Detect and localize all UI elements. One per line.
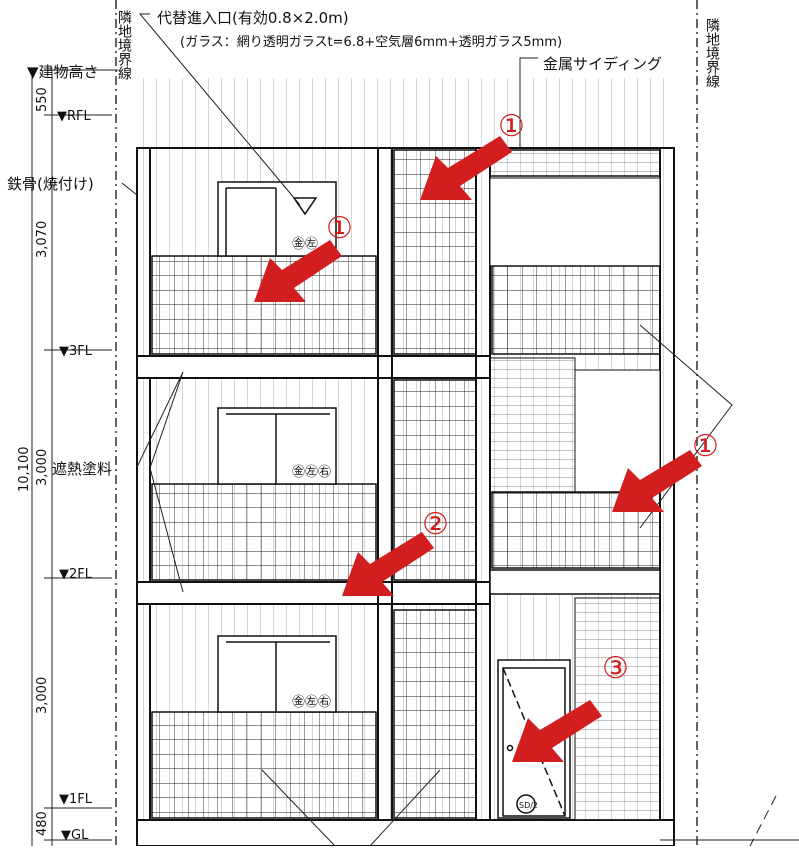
level-3fl: ▼3FL [59,344,93,359]
windows [217,181,337,713]
boundary-lines [115,0,698,846]
dim-base: 480 [35,811,50,836]
level-rfl: ▼RFL [57,109,92,124]
building-height-label: ▼建物高さ [27,63,99,81]
glass-spec-label: (ガラス：網り透明ガラスt=6.8+空気層6mm+透明ガラス5mm) [180,34,562,50]
thermal-paint-label: 遮熱塗料 [52,460,112,478]
marker-2: ② [422,507,449,542]
stair-area [489,149,661,821]
dim-total: 10,100 [17,447,32,493]
metal-siding-label: 金属サイディング [543,55,662,73]
steel-frame-label: 鉄骨(焼付け) [7,175,94,193]
neighbor-line-right: 隣地境界線 [704,18,720,88]
door-tag: SD/2 [519,801,538,810]
dimension-line [31,69,118,846]
level-gl: ▼GL [61,828,89,843]
red-arrows [254,136,702,762]
dim-parapet: 550 [35,87,50,112]
window-tag-1f: ㊎㊧㊨ [292,695,331,710]
neighbor-line-left: 隣地境界線 [116,10,132,80]
leader-lines [121,13,799,847]
dim-floor1: 3,000 [35,677,50,714]
marker-3: ③ [602,651,629,686]
marker-1a: ① [498,109,525,144]
window-tag-2f: ㊎㊧㊨ [292,465,331,480]
level-1fl: ▼1FL [59,792,93,807]
marker-1c: ① [692,429,719,464]
balcony-railings [151,149,661,819]
marker-1b: ① [326,211,353,246]
dim-floor2: 3,000 [35,449,50,486]
window-tag-3f: ㊎㊧ [292,237,318,252]
alt-entrance-label: 代替進入口(有効0.8×2.0m) [157,9,349,27]
dim-floor3: 3,070 [35,221,50,258]
level-2fl: ▼2FL [59,567,93,582]
